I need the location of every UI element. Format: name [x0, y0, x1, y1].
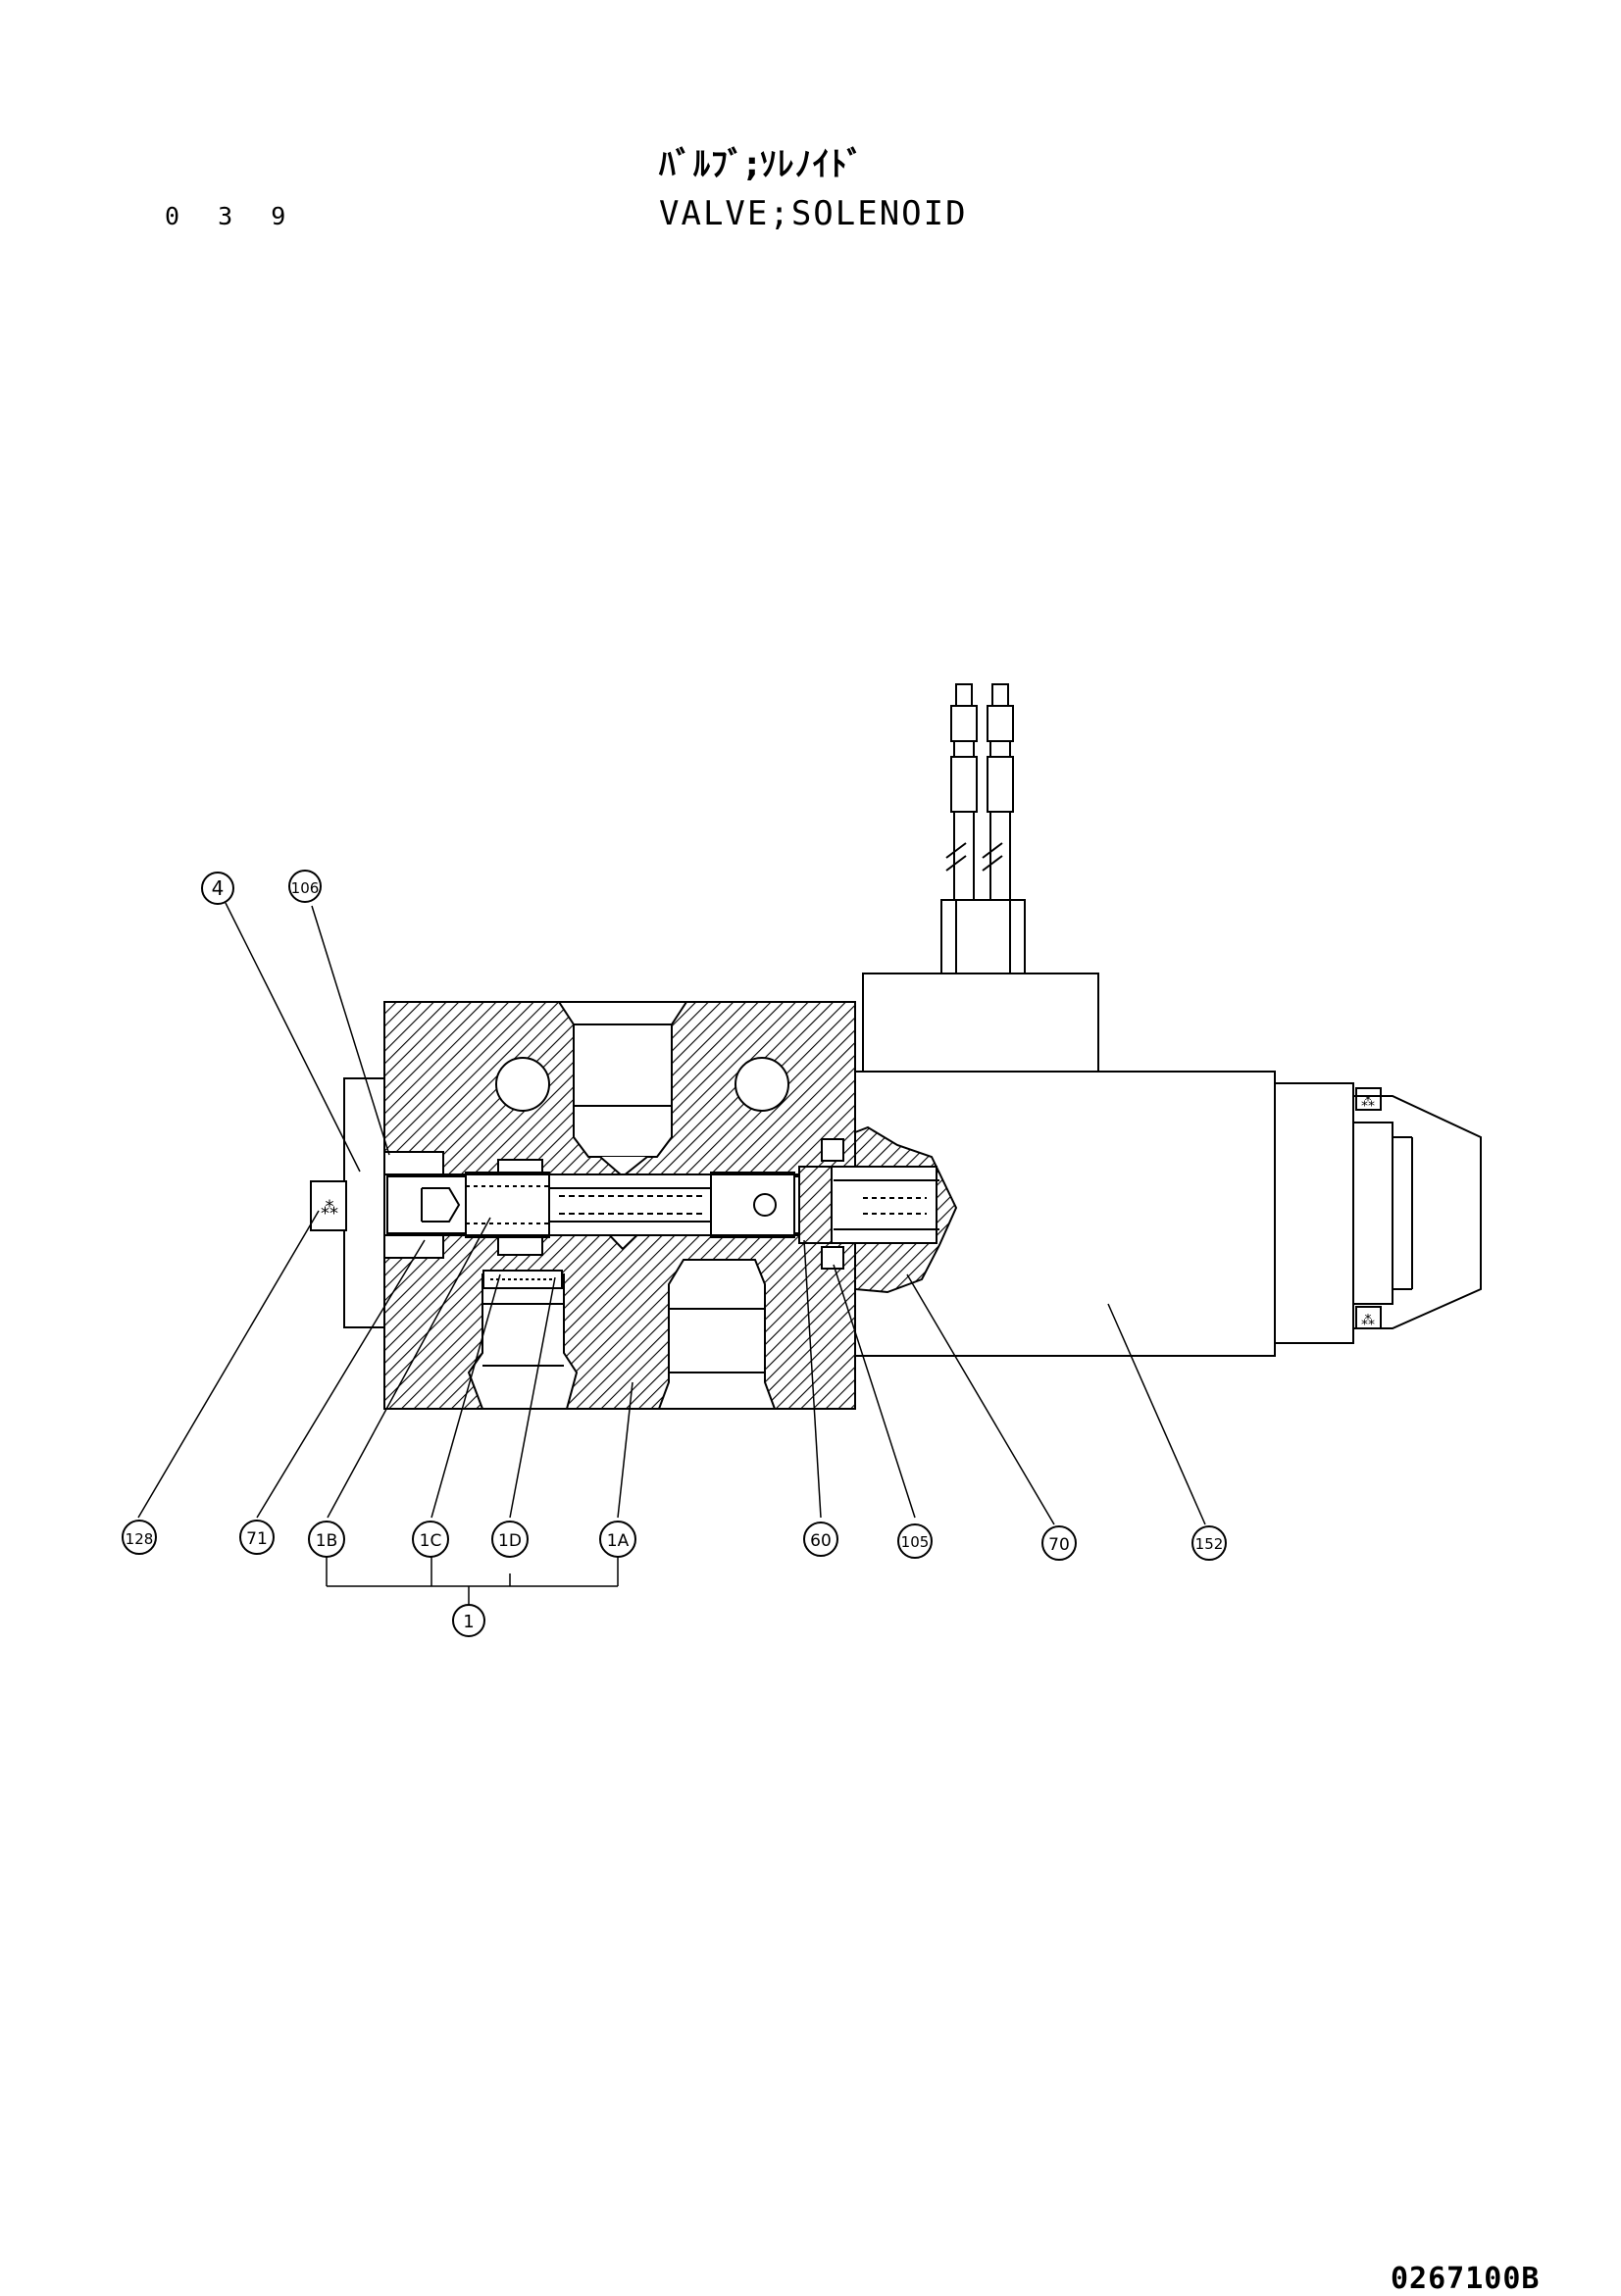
- callout-1B: 1B: [316, 1531, 337, 1551]
- callout-1: 1: [463, 1612, 474, 1632]
- callout-71: 71: [246, 1529, 268, 1549]
- svg-text:⁂: ⁂: [321, 1198, 338, 1219]
- callout-1D: 1D: [498, 1531, 522, 1551]
- end-cover-plate: [343, 1077, 385, 1328]
- cable-leads: [945, 683, 1014, 900]
- page-number: 0 3 9: [165, 202, 298, 230]
- solenoid-housing: ⁂ ⁂: [854, 899, 1482, 1357]
- callout-152: 152: [1195, 1535, 1224, 1553]
- title-japanese: ﾊﾞﾙﾌﾞ;ｿﾚﾉｲﾄﾞ: [659, 145, 865, 184]
- solenoid-nose: [798, 1125, 958, 1294]
- callout-128: 128: [126, 1530, 154, 1548]
- callout-70: 70: [1048, 1535, 1070, 1555]
- svg-text:⁂: ⁂: [1361, 1094, 1375, 1110]
- callout-106: 106: [291, 879, 320, 897]
- callout-4: 4: [212, 876, 225, 900]
- callout-circles: [122, 870, 1227, 1637]
- drawing-number: 0267100B: [1391, 2262, 1541, 2296]
- callout-1C: 1C: [420, 1531, 442, 1551]
- svg-text:⁂: ⁂: [1361, 1313, 1375, 1328]
- callout-105: 105: [901, 1533, 930, 1551]
- callout-1A: 1A: [607, 1531, 630, 1551]
- callout-60: 60: [810, 1531, 832, 1551]
- title-english: VALVE;SOLENOID: [659, 194, 968, 233]
- manual-knob: [310, 1180, 347, 1231]
- leader-lines: [137, 902, 1206, 1606]
- spool: [383, 1172, 825, 1238]
